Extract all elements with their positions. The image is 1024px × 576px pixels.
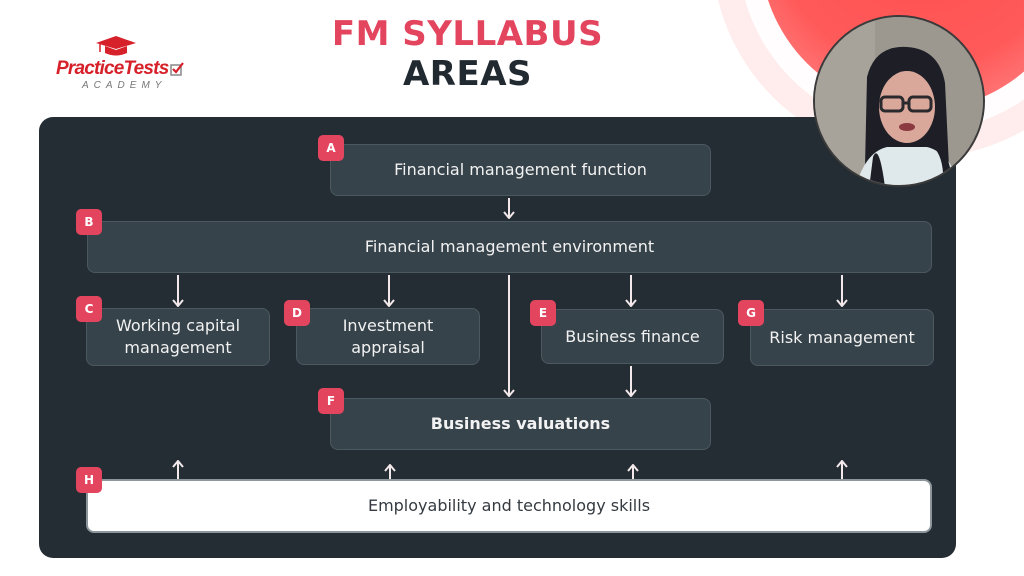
node-employability-and-technology-skills: Employability and technology skills	[86, 479, 932, 533]
node-label-line-1: Investment	[342, 315, 434, 335]
node-business-finance: Business finance	[541, 309, 724, 364]
arrow-up-icon	[836, 460, 848, 479]
node-risk-management: Risk management	[750, 309, 934, 366]
presenter-webcam-feed	[813, 15, 985, 187]
node-label: Financial management function	[394, 160, 647, 179]
badge-f: F	[318, 388, 344, 414]
arrow-down-icon	[625, 275, 637, 307]
badge-g: G	[738, 300, 764, 326]
badge-c: C	[76, 296, 102, 322]
node-label-line-2: management	[124, 338, 232, 357]
arrow-down-icon	[383, 275, 395, 307]
badge-d: D	[284, 300, 310, 326]
node-label: Employability and technology skills	[367, 496, 651, 515]
node-label-line-1: Working capital	[115, 316, 241, 335]
node-financial-management-function: Financial management function	[330, 144, 711, 196]
node-label: Financial management environment	[364, 237, 655, 256]
arrow-up-icon	[384, 464, 396, 479]
page-title-line-1: FM SYLLABUS	[331, 14, 604, 54]
graduation-cap-icon	[96, 36, 136, 56]
page-title-line-2: AREAS	[402, 54, 533, 94]
node-business-valuations: Business valuations	[330, 398, 711, 450]
node-financial-management-environment: Financial management environment	[87, 221, 932, 273]
arrow-down-icon	[836, 275, 848, 307]
arrow-down-icon	[172, 275, 184, 307]
arrow-down-icon	[625, 366, 637, 397]
node-label: Business finance	[565, 326, 700, 346]
arrow-up-icon	[172, 460, 184, 479]
badge-e: E	[530, 300, 556, 326]
arrow-down-icon	[503, 275, 515, 397]
logo-subtitle: ACADEMY	[82, 80, 167, 91]
badge-h: H	[76, 467, 102, 493]
arrow-up-icon	[627, 464, 639, 479]
arrow-down-icon	[503, 198, 515, 219]
presenter-avatar-icon	[815, 17, 983, 185]
node-investment-appraisal: Investment appraisal	[296, 308, 480, 365]
badge-a: A	[318, 135, 344, 161]
node-label: Business valuations	[430, 414, 611, 433]
badge-b: B	[76, 209, 102, 235]
checkbox-check-icon	[170, 62, 184, 76]
practicetests-logo: PracticeTests ACADEMY	[52, 36, 192, 96]
node-label-line-2: appraisal	[351, 337, 425, 357]
logo-brand-text: PracticeTests	[56, 58, 169, 79]
node-working-capital-management: Working capital management	[86, 308, 270, 366]
node-label: Risk management	[769, 327, 915, 347]
